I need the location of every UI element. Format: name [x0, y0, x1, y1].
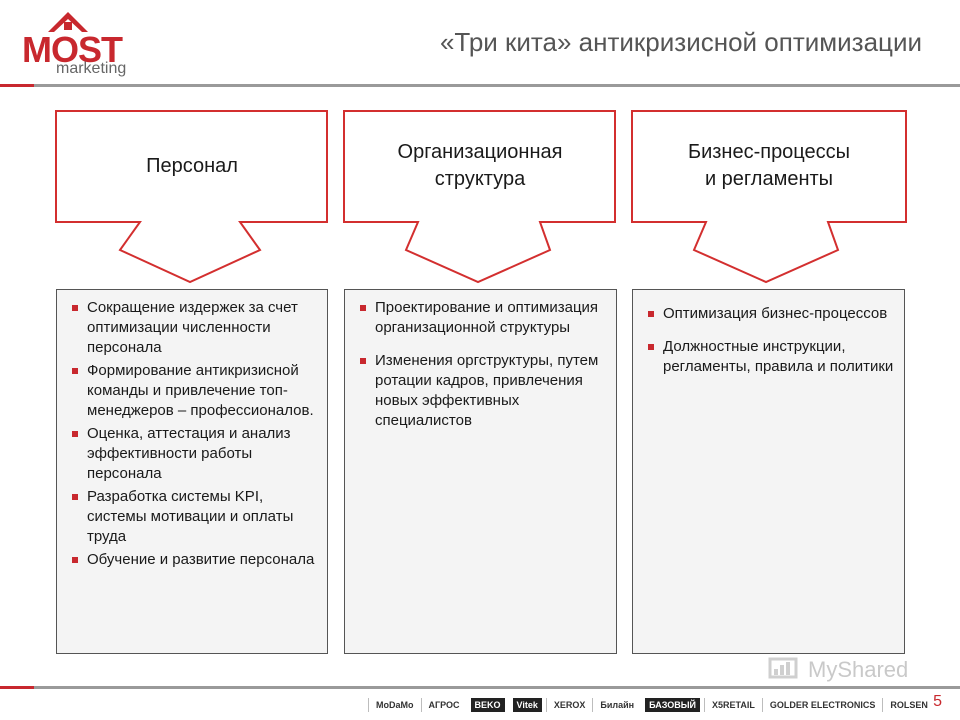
- bullet-icon: [72, 494, 78, 500]
- bullet-list: Сокращение издержек за счет оптимизации …: [71, 298, 317, 570]
- list-item: Изменения оргструктуры, путем ротации ка…: [359, 351, 606, 431]
- pillar-label-line: Бизнес-процессы: [687, 141, 851, 163]
- header-divider: [0, 84, 960, 87]
- presentation-icon: [768, 657, 798, 679]
- bullet-icon: [360, 358, 366, 364]
- pillar-label-personnel: Персонал: [56, 112, 328, 220]
- pillar-label-line: Персонал: [146, 154, 238, 177]
- list-item: Сокращение издержек за счет оптимизации …: [71, 298, 317, 358]
- pillar-box-personnel: Сокращение издержек за счет оптимизации …: [56, 289, 328, 654]
- bullet-icon: [648, 311, 654, 317]
- list-item: Оптимизация бизнес-процессов: [647, 304, 894, 324]
- list-item: Проектирование и оптимизация организацио…: [359, 298, 606, 338]
- bullet-icon: [72, 557, 78, 563]
- bullet-list: Оптимизация бизнес-процессов Должностные…: [647, 304, 894, 377]
- pillar-label-line: и регламенты: [704, 168, 834, 190]
- partner-logo: GOLDER ELECTRONICS: [761, 698, 883, 712]
- bullet-icon: [648, 344, 654, 350]
- partner-logo: X5RETAIL: [704, 698, 762, 712]
- pillar-box-structure: Проектирование и оптимизация организацио…: [344, 289, 617, 654]
- bullet-icon: [72, 431, 78, 437]
- partner-logo: ROLSEN: [882, 698, 935, 712]
- bullet-list: Проектирование и оптимизация организацио…: [359, 298, 606, 431]
- watermark-text: MyShared: [808, 657, 909, 682]
- partner-logo: MoDaMo: [368, 698, 421, 712]
- partner-logo: BEKO: [470, 698, 505, 712]
- bullet-icon: [72, 368, 78, 374]
- page-title: «Три кита» антикризисной оптимизации: [439, 27, 922, 57]
- pillar-arrows: [55, 110, 907, 284]
- logo-brand: MOST: [22, 29, 123, 70]
- bullet-icon: [72, 305, 78, 311]
- footer-divider: [0, 686, 960, 689]
- list-item: Разработка системы KPI, системы мотиваци…: [71, 487, 317, 547]
- bullet-icon: [360, 305, 366, 311]
- most-marketing-logo: MOST marketing: [22, 10, 132, 77]
- list-item: Должностные инструкции, регламенты, прав…: [647, 337, 894, 377]
- pillar-label-line: Организационная: [397, 141, 563, 163]
- pillar-label-line: структура: [434, 168, 526, 190]
- pillar-label-structure: Организационная структура: [344, 112, 616, 220]
- page-number: 5: [933, 693, 942, 710]
- partner-logos: MoDaMo АГРОС BEKO Vitek XEROX Билайн БАЗ…: [368, 694, 935, 716]
- watermark: MyShared: [768, 655, 928, 685]
- pillar-label-processes: Бизнес-процессы и регламенты: [633, 112, 905, 220]
- partner-logo: XEROX: [545, 698, 593, 712]
- logo-sub: marketing: [56, 60, 127, 77]
- partner-logo: Vitek: [512, 698, 542, 712]
- partner-logo: БАЗОВЫЙ: [645, 698, 701, 712]
- roof-icon: [48, 12, 88, 32]
- pillar-arrow-processes: [631, 110, 907, 284]
- pillar-arrow-personnel: [55, 110, 328, 284]
- pillar-box-processes: Оптимизация бизнес-процессов Должностные…: [632, 289, 905, 654]
- pillar-arrow-structure: [343, 110, 616, 284]
- partner-logo: АГРОС: [420, 698, 467, 712]
- list-item: Формирование антикризисной команды и при…: [71, 361, 317, 421]
- partner-logo: Билайн: [592, 698, 641, 712]
- list-item: Обучение и развитие персонала: [71, 550, 317, 570]
- list-item: Оценка, аттестация и анализ эффективност…: [71, 424, 317, 484]
